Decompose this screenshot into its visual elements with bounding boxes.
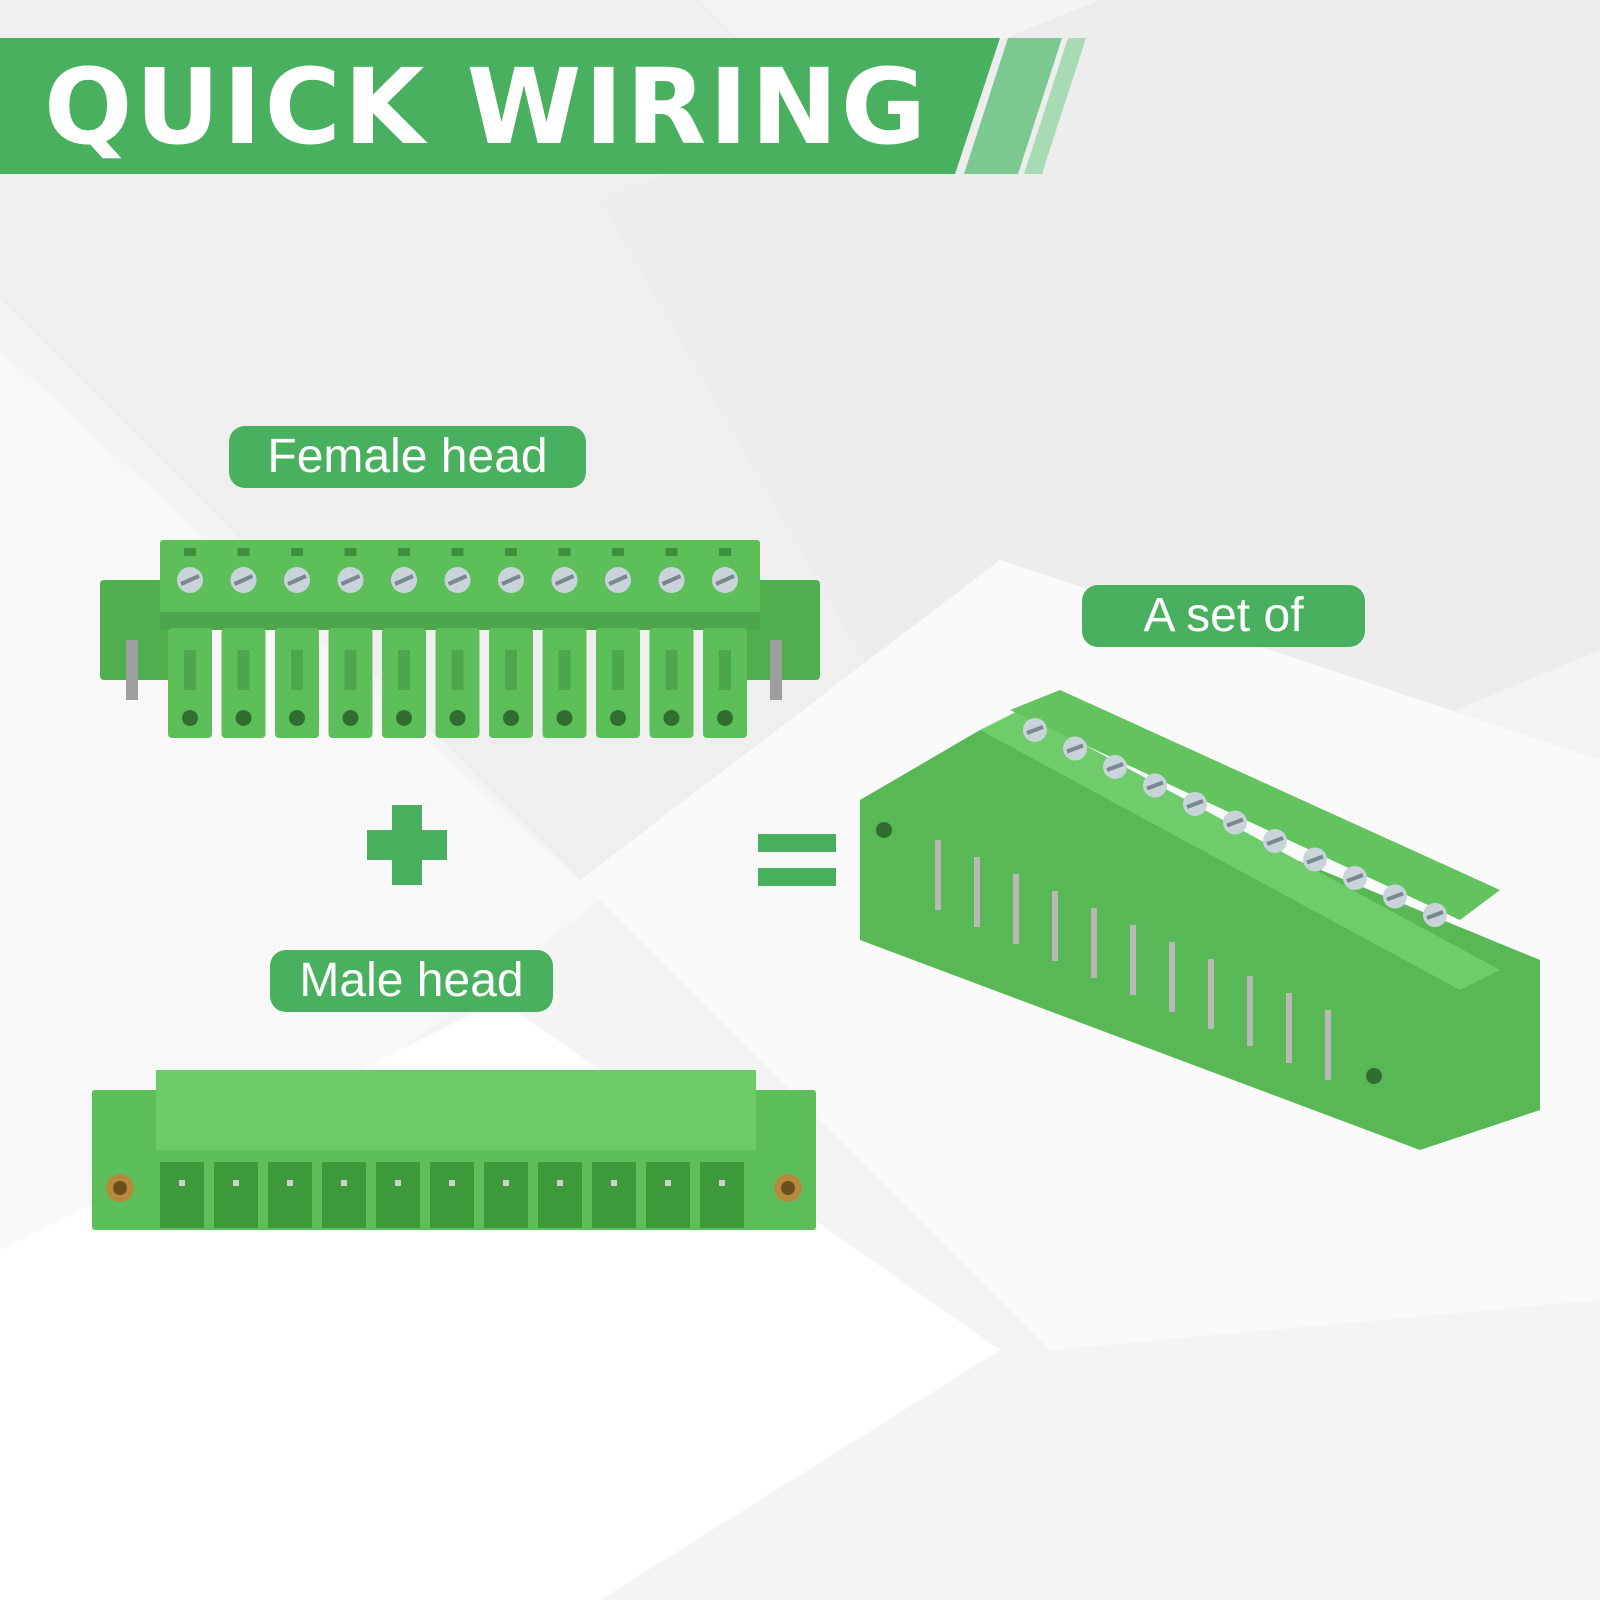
set-pin-7 (1169, 942, 1175, 1012)
male-slot-6 (430, 1162, 474, 1228)
set-pin-1 (935, 840, 941, 910)
female-terminal-block-icon (100, 540, 820, 738)
male-slot-4 (322, 1162, 366, 1228)
plus-icon (367, 805, 447, 885)
male-slot-5 (376, 1162, 420, 1228)
assembled-set-icon (860, 690, 1540, 1150)
female-pin-7 (489, 548, 533, 738)
set-pin-4 (1052, 891, 1058, 961)
male-slot-10 (646, 1162, 690, 1228)
set-screw-2 (1063, 736, 1087, 761)
male-slot-3 (268, 1162, 312, 1228)
female-pin-5 (382, 548, 426, 738)
set-screw-8 (1303, 847, 1327, 872)
female-pin-8 (542, 548, 587, 738)
female-pin-6 (435, 548, 480, 738)
female-pin-3 (275, 548, 319, 738)
set-pin-9 (1247, 976, 1253, 1046)
male-slot-2 (214, 1162, 258, 1228)
equals-icon (758, 834, 836, 886)
set-screw-6 (1223, 810, 1247, 835)
set-screw-11 (1423, 903, 1447, 927)
set-screw-1 (1023, 718, 1047, 742)
male-slot-9 (592, 1162, 636, 1228)
female-head-label: Female head (229, 426, 586, 488)
set-label: A set of (1082, 585, 1365, 647)
male-slot-7 (484, 1162, 528, 1228)
set-screw-5 (1183, 792, 1207, 816)
set-pin-3 (1013, 874, 1019, 944)
set-screw-7 (1263, 829, 1287, 853)
male-slot-1 (160, 1162, 204, 1228)
female-pin-4 (328, 548, 373, 738)
set-screw-3 (1103, 755, 1127, 779)
male-pin-header-icon (92, 1070, 816, 1230)
set-pin-6 (1130, 925, 1136, 995)
female-pin-10 (649, 548, 694, 738)
female-pin-11 (703, 548, 747, 738)
set-pin-10 (1286, 993, 1292, 1063)
quick-wiring-banner (0, 38, 1090, 174)
female-pin-9 (596, 548, 640, 738)
set-screw-10 (1383, 884, 1407, 909)
male-slot-8 (538, 1162, 582, 1228)
female-pin-1 (168, 548, 212, 738)
male-head-label: Male head (270, 950, 553, 1012)
set-screw-4 (1143, 773, 1167, 798)
female-pin-2 (221, 548, 266, 738)
set-pin-8 (1208, 959, 1214, 1029)
male-slot-11 (700, 1162, 744, 1228)
set-pin-2 (974, 857, 980, 927)
banner-stripes (0, 38, 1086, 174)
set-screw-9 (1343, 866, 1367, 890)
set-pin-11 (1325, 1010, 1331, 1080)
set-pin-5 (1091, 908, 1097, 978)
banner-title: QUICK WIRING (44, 46, 930, 168)
